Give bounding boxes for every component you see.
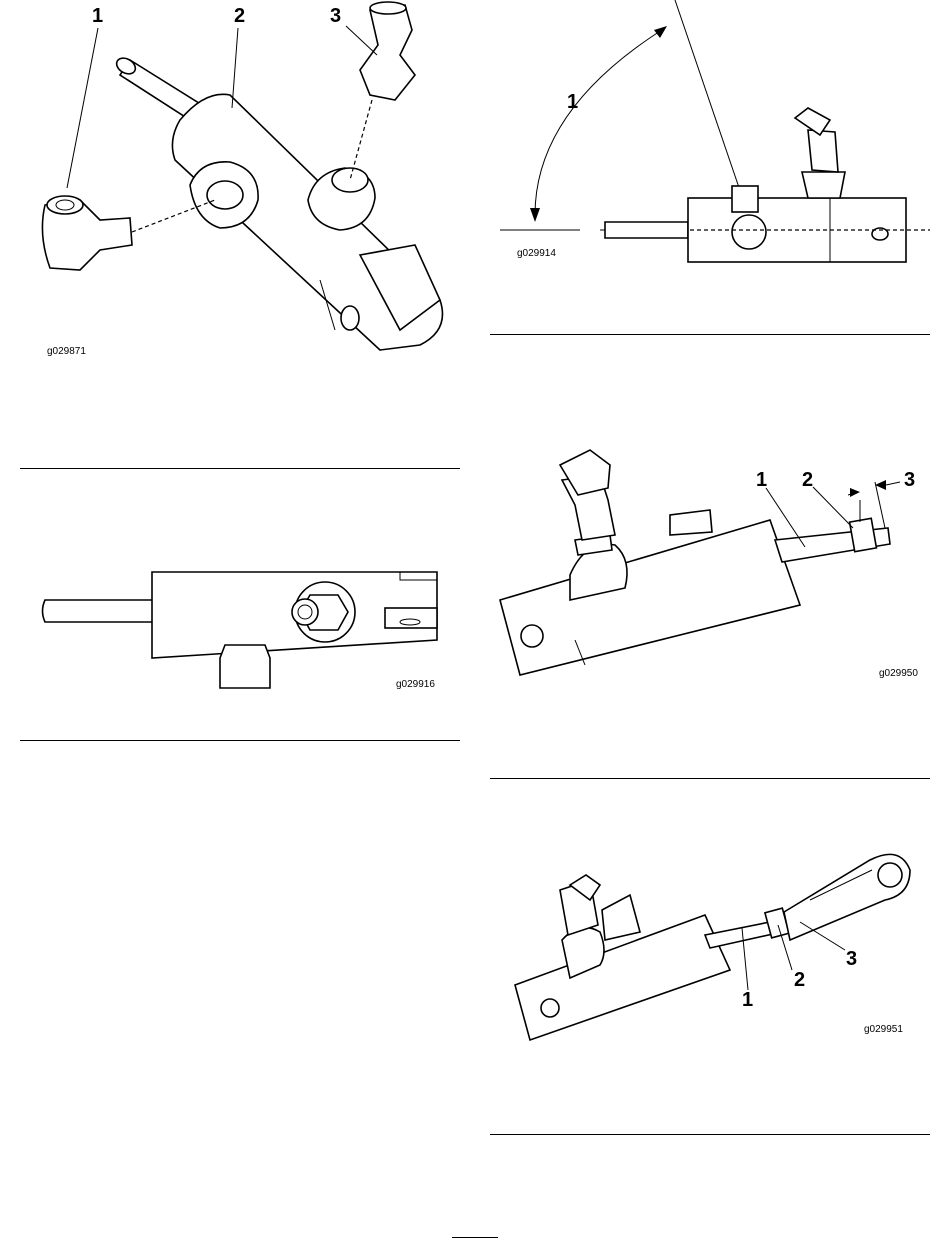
cylinder-rod-dimension-illustration: 1 2 3 g029950 (490, 440, 930, 690)
callout-label: 1 (756, 469, 767, 491)
figure-id: g029950 (879, 668, 918, 679)
figure-divider (490, 334, 930, 335)
callout-label: 1 (92, 5, 103, 27)
callout-label: 1 (567, 91, 578, 113)
cylinder-side-illustration: g029916 (20, 560, 460, 700)
cylinder-exploded-illustration: 1 2 3 g029871 (20, 0, 460, 370)
figure-id: g029916 (396, 679, 435, 690)
callout-label: 2 (794, 969, 805, 991)
callout-label: 2 (802, 469, 813, 491)
callout-label: 2 (234, 5, 245, 27)
figure-g029916: g029916 (20, 560, 460, 700)
figure-g029951: 1 2 3 g029951 (490, 840, 930, 1060)
figure-g029914: 1 g029914 (490, 0, 930, 330)
figure-g029950: 1 2 3 g029950 (490, 440, 930, 690)
figure-id: g029914 (517, 248, 556, 259)
cylinder-angle-illustration: 1 g029914 (490, 0, 930, 330)
figure-divider (490, 1134, 930, 1135)
figure-id: g029871 (47, 346, 86, 357)
page-footer-rule (452, 1237, 498, 1238)
cylinder-rod-end-illustration: 1 2 3 g029951 (490, 840, 930, 1060)
figure-divider (20, 740, 460, 741)
callout-label: 3 (904, 469, 915, 491)
callout-label: 3 (330, 5, 341, 27)
figure-g029871: 1 2 3 g029871 (20, 0, 460, 370)
figure-divider (20, 468, 460, 469)
figure-divider (490, 778, 930, 779)
callout-label: 3 (846, 948, 857, 970)
figure-id: g029951 (864, 1024, 903, 1035)
callout-label: 1 (742, 989, 753, 1011)
